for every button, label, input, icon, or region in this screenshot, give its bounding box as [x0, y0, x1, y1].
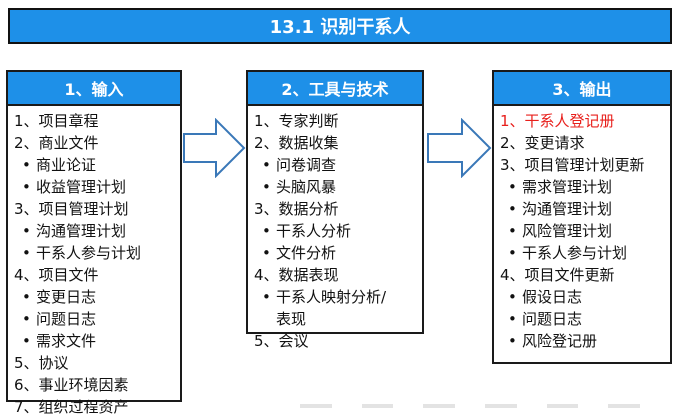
input-column: 1、输入 1、项目章程 2、商业文件商业论证收益管理计划 3、项目管理计划沟通管理计… [6, 70, 182, 416]
list-item-text: 变更日志 [36, 288, 97, 306]
list-item-text: 干系人参与计划 [36, 244, 142, 262]
list-item: 沟通管理计划 [14, 220, 180, 242]
tools-items: 1、专家判断 2、数据收集问卷调查头脑风暴 3、数据分析干系人分析文件分析 4、数据表… [248, 106, 422, 352]
input-header: 1、输入 [8, 72, 180, 106]
list-item-text: 需求管理计划 [522, 178, 613, 196]
list-item: 沟通管理计划 [500, 198, 670, 220]
list-item-text: 干系人参与计划 [522, 244, 628, 262]
list-item-text: 沟通管理计划 [522, 200, 613, 218]
list-item: 头脑风暴 [254, 176, 422, 198]
list-item-text: 3、项目管理计划 [14, 200, 129, 218]
list-item: 2、商业文件 [14, 132, 180, 154]
list-item: 3、项目管理计划更新 [500, 154, 670, 176]
diagram-title: 13.1 识别干系人 [8, 8, 672, 44]
list-item: 3、项目管理计划 [14, 198, 180, 220]
list-item: 5、会议 [254, 330, 422, 352]
list-item: 5、协议 [14, 352, 180, 374]
tools-header: 2、工具与技术 [248, 72, 422, 106]
list-item-text: 假设日志 [522, 288, 583, 306]
list-item-text: 4、项目文件 [14, 266, 99, 284]
list-item-text: 收益管理计划 [36, 178, 127, 196]
list-item-text: 干系人分析 [276, 222, 352, 240]
list-item: 干系人分析 [254, 220, 422, 242]
list-item: 需求文件 [14, 330, 180, 352]
list-item-text: 沟通管理计划 [36, 222, 127, 240]
output-column: 3、输出 1、干系人登记册 2、变更请求 3、项目管理计划更新需求管理计划沟通管理计… [492, 70, 672, 364]
list-item: 1、干系人登记册 [500, 110, 670, 132]
list-item-text-continued: 表现 [276, 310, 307, 328]
list-item-text: 头脑风暴 [276, 178, 337, 196]
right-arrow-icon [427, 118, 492, 178]
list-item-text: 1、项目章程 [14, 112, 99, 130]
list-item: 收益管理计划 [14, 176, 180, 198]
list-item: 商业论证 [14, 154, 180, 176]
list-item: 假设日志 [500, 286, 670, 308]
list-item: 4、项目文件 [14, 264, 180, 286]
right-arrow-icon [183, 118, 246, 178]
list-item-text: 2、数据收集 [254, 134, 339, 152]
list-item: 问题日志 [500, 308, 670, 330]
list-item-text: 3、数据分析 [254, 200, 339, 218]
list-item-text: 5、会议 [254, 332, 309, 350]
list-item: 变更日志 [14, 286, 180, 308]
list-item-text: 3、项目管理计划更新 [500, 156, 645, 174]
list-item: 1、专家判断 [254, 110, 422, 132]
list-item-text: 1、专家判断 [254, 112, 339, 130]
list-item: 2、变更请求 [500, 132, 670, 154]
list-item: 问卷调查 [254, 154, 422, 176]
faint-footer-marks [300, 404, 641, 413]
list-item-text: 商业论证 [36, 156, 97, 174]
list-item: 风险登记册 [500, 330, 670, 352]
list-item-text: 干系人映射分析/ [276, 288, 387, 306]
list-item-text: 问题日志 [36, 310, 97, 328]
list-item-text: 问卷调查 [276, 156, 337, 174]
list-item-text: 4、数据表现 [254, 266, 339, 284]
output-items: 1、干系人登记册 2、变更请求 3、项目管理计划更新需求管理计划沟通管理计划风险管理… [494, 106, 670, 352]
list-item-text: 文件分析 [276, 244, 337, 262]
list-item: 问题日志 [14, 308, 180, 330]
list-item: 需求管理计划 [500, 176, 670, 198]
list-item-text: 4、项目文件更新 [500, 266, 615, 284]
list-item-text: 2、变更请求 [500, 134, 585, 152]
list-item: 风险管理计划 [500, 220, 670, 242]
list-item-text: 7、组织过程资产 [14, 398, 129, 416]
list-item: 文件分析 [254, 242, 422, 264]
input-items: 1、项目章程 2、商业文件商业论证收益管理计划 3、项目管理计划沟通管理计划干系人参… [8, 106, 180, 418]
list-item-text: 6、事业环境因素 [14, 376, 129, 394]
list-item: 2、数据收集 [254, 132, 422, 154]
list-item-text: 问题日志 [522, 310, 583, 328]
list-item: 干系人参与计划 [14, 242, 180, 264]
list-item-text: 2、商业文件 [14, 134, 99, 152]
list-item: 干系人参与计划 [500, 242, 670, 264]
list-item: 干系人映射分析/表现 [254, 286, 422, 330]
list-item: 6、事业环境因素 [14, 374, 180, 396]
list-item-text: 风险管理计划 [522, 222, 613, 240]
list-item: 3、数据分析 [254, 198, 422, 220]
output-header: 3、输出 [494, 72, 670, 106]
list-item: 4、项目文件更新 [500, 264, 670, 286]
list-item: 1、项目章程 [14, 110, 180, 132]
list-item-text: 5、协议 [14, 354, 69, 372]
list-item: 4、数据表现 [254, 264, 422, 286]
list-item-text: 1、干系人登记册 [500, 112, 615, 130]
list-item-text: 风险登记册 [522, 332, 598, 350]
tools-column: 2、工具与技术 1、专家判断 2、数据收集问卷调查头脑风暴 3、数据分析干系人分析文… [246, 70, 424, 350]
list-item-text: 需求文件 [36, 332, 97, 350]
list-item: 7、组织过程资产 [14, 396, 180, 418]
